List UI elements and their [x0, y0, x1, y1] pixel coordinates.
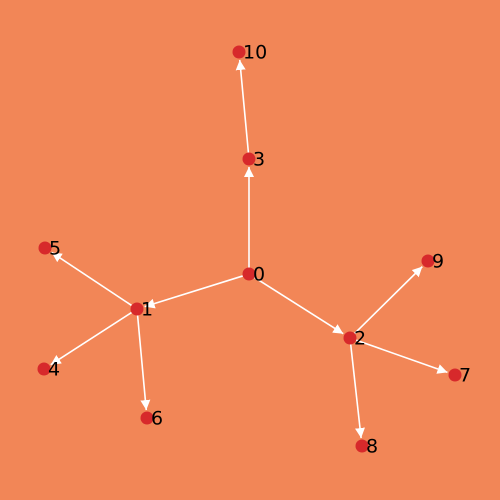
node-label-8: 8 — [366, 436, 378, 458]
node-6: 6 — [140, 408, 163, 430]
node-label-3: 3 — [253, 149, 265, 171]
node-8: 8 — [355, 436, 378, 458]
node-dot-8 — [355, 439, 369, 453]
node-dot-10 — [232, 45, 246, 59]
node-dot-6 — [140, 411, 154, 425]
node-4: 4 — [37, 359, 60, 381]
node-2: 2 — [343, 328, 366, 350]
node-label-6: 6 — [151, 408, 163, 430]
node-dot-7 — [448, 368, 462, 382]
node-dot-9 — [421, 254, 435, 268]
node-label-1: 1 — [141, 299, 153, 321]
node-1: 1 — [130, 299, 153, 321]
edge-2-to-8 — [349, 344, 365, 439]
nodes-layer: 0 1 2 3 4 5 6 7 8 9 10 — [37, 42, 471, 458]
node-label-10: 10 — [243, 42, 267, 64]
node-label-0: 0 — [253, 264, 265, 286]
edge-1-to-5 — [51, 251, 133, 307]
node-5: 5 — [38, 238, 61, 260]
node-0: 0 — [242, 264, 265, 286]
node-7: 7 — [448, 365, 471, 387]
node-label-2: 2 — [354, 328, 366, 350]
edge-2-to-7 — [355, 339, 448, 374]
edge-0-to-1 — [144, 275, 244, 309]
node-3: 3 — [242, 149, 265, 171]
edge-3-to-10 — [235, 59, 250, 153]
edge-1-to-6 — [136, 315, 151, 411]
node-dot-5 — [38, 241, 52, 255]
node-dot-1 — [130, 302, 144, 316]
node-dot-4 — [37, 362, 51, 376]
node-10: 10 — [232, 42, 267, 64]
edges-layer — [50, 59, 448, 439]
node-dot-2 — [343, 331, 357, 345]
node-9: 9 — [421, 251, 444, 273]
node-dot-0 — [242, 267, 256, 281]
node-label-4: 4 — [48, 359, 60, 381]
node-label-9: 9 — [432, 251, 444, 273]
node-label-7: 7 — [459, 365, 471, 387]
edge-0-to-2 — [254, 276, 344, 335]
node-label-5: 5 — [49, 238, 61, 260]
node-dot-3 — [242, 152, 256, 166]
edge-1-to-4 — [50, 311, 132, 366]
edge-2-to-9 — [354, 266, 423, 335]
